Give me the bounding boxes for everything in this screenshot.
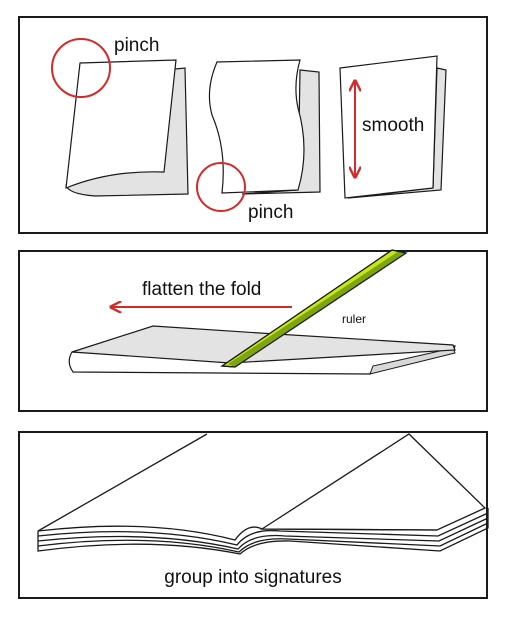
pinch-circle-bottom — [196, 162, 246, 212]
folded-sheet-2 — [208, 59, 321, 195]
folded-sheet-3 — [339, 55, 447, 199]
smooth-label: smooth — [362, 115, 424, 136]
panel-group-step — [18, 431, 488, 599]
pinch-label-bottom: pinch — [248, 202, 293, 223]
folded-paper-side-view — [68, 325, 456, 375]
panel-flatten-step — [18, 250, 488, 412]
folded-sheet-1 — [65, 59, 189, 197]
ruler-tool — [220, 249, 408, 368]
pinch-label-top: pinch — [114, 35, 159, 56]
ruler-label: ruler — [342, 312, 366, 326]
signature-stack — [37, 433, 489, 555]
group-label: group into signatures — [164, 567, 341, 588]
flatten-label: flatten the fold — [142, 279, 261, 300]
pinch-circle-top — [51, 38, 111, 98]
